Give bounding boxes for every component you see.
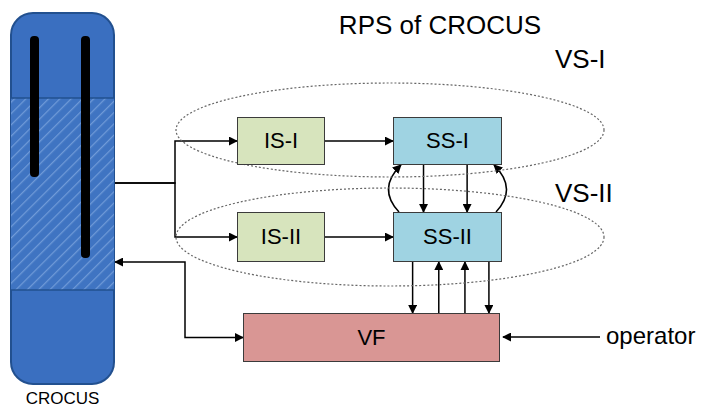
signal-connector bbox=[388, 165, 401, 212]
node-label: SS-II bbox=[423, 224, 472, 250]
vessel-drawing bbox=[10, 12, 115, 385]
node-label: IS-II bbox=[261, 224, 301, 250]
ellipse-dotted bbox=[176, 83, 604, 177]
vf-box: VF bbox=[243, 313, 500, 362]
signal-connector bbox=[438, 262, 440, 313]
core-bottom bbox=[11, 289, 114, 291]
node-label: VF bbox=[357, 325, 385, 351]
vessel-label: CROCUS bbox=[26, 389, 100, 409]
voting-system-ellipse: VS-IIS-ISS-I bbox=[175, 82, 605, 178]
is-box: IS-I bbox=[237, 117, 325, 165]
signal-connector bbox=[325, 140, 393, 142]
group-label: VS-II bbox=[555, 178, 613, 209]
signal-connector bbox=[488, 262, 490, 313]
signal-connector bbox=[115, 141, 237, 183]
group-label: VS-I bbox=[555, 44, 606, 75]
operator-line bbox=[503, 336, 600, 338]
signal-connector bbox=[412, 262, 414, 313]
ss-box: SS-II bbox=[393, 212, 502, 262]
node-label: SS-I bbox=[426, 128, 469, 154]
node-label: IS-I bbox=[264, 128, 298, 154]
voting-system-ellipse: VS-IIIS-IISS-II bbox=[175, 187, 605, 287]
signal-connector bbox=[494, 165, 507, 212]
diagram-title: RPS of CROCUS bbox=[339, 10, 541, 41]
is-box: IS-II bbox=[237, 212, 325, 262]
signal-connector bbox=[466, 165, 468, 212]
core-top bbox=[11, 97, 114, 99]
signal-connector bbox=[115, 262, 243, 338]
core-region bbox=[11, 98, 114, 290]
ss-box: SS-I bbox=[393, 117, 502, 165]
signal-connector bbox=[115, 183, 237, 237]
control-rod bbox=[81, 36, 90, 258]
reactor-vessel: CROCUS bbox=[10, 12, 115, 385]
vessel-body bbox=[11, 13, 114, 384]
signal-connector bbox=[325, 236, 393, 238]
operator-label: operator bbox=[606, 322, 695, 350]
control-rod bbox=[30, 36, 39, 177]
signal-connector bbox=[464, 262, 466, 313]
ellipse-dotted bbox=[176, 188, 604, 286]
